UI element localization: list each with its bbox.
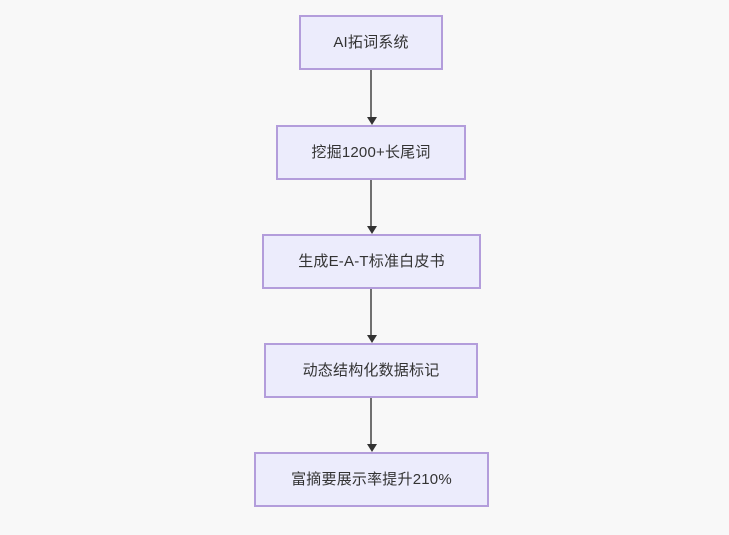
flow-node-rich-snippet-impression-lift[interactable]: 富摘要展示率提升210% [254,452,489,507]
flow-node-label: 生成E-A-T标准白皮书 [298,252,445,270]
arrow-down-icon [367,444,377,452]
arrow-down-icon [367,117,377,125]
flow-node-label: 富摘要展示率提升210% [291,470,452,488]
edge-line [370,180,372,226]
edge-line [370,289,372,335]
flow-node-mine-longtail-keywords[interactable]: 挖掘1200+长尾词 [276,125,466,180]
arrow-down-icon [367,226,377,234]
flow-node-ai-keyword-system[interactable]: AI拓词系统 [299,15,443,70]
edge-line [370,398,372,444]
flow-node-dynamic-structured-data-markup[interactable]: 动态结构化数据标记 [264,343,478,398]
flow-node-label: AI拓词系统 [333,33,409,51]
flow-node-label: 动态结构化数据标记 [302,361,440,379]
flow-node-generate-eat-whitepaper[interactable]: 生成E-A-T标准白皮书 [262,234,481,289]
arrow-down-icon [367,335,377,343]
flow-node-label: 挖掘1200+长尾词 [311,143,431,161]
edge-line [370,70,372,117]
